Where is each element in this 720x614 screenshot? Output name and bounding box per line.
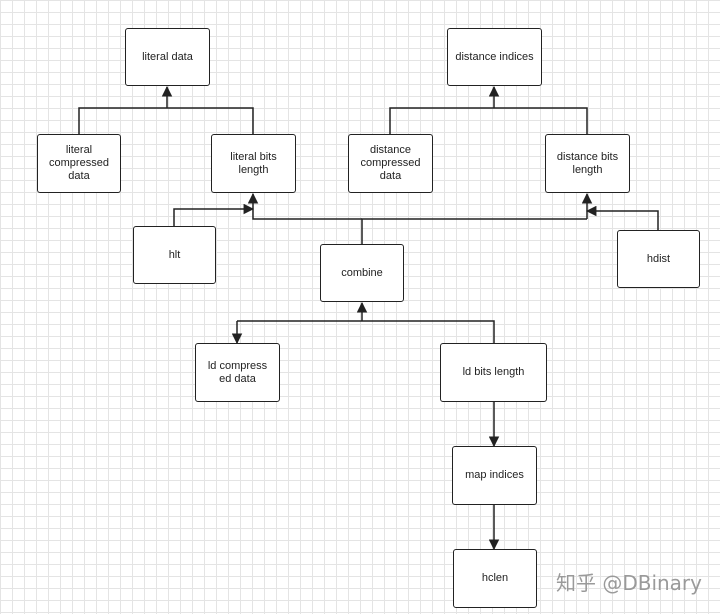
node-label: literal bits length xyxy=(230,150,277,176)
node-label: hdist xyxy=(646,252,671,265)
connector-ld-bits-to-combine xyxy=(237,320,495,343)
node-hlt: hlt xyxy=(133,226,216,284)
arrow-hdist-to-distance-bits-length xyxy=(585,205,659,230)
node-ld-bits-length: ld bits length xyxy=(440,343,547,402)
node-literal-bits-length: literal bits length xyxy=(211,134,296,193)
node-label: hclen xyxy=(481,572,509,584)
arrow-hlt-to-literal-bits-length xyxy=(173,203,255,226)
node-hclen: hclen xyxy=(453,549,537,608)
node-distance-compressed-data: distance compressed data xyxy=(348,134,433,193)
node-combine: combine xyxy=(320,244,404,302)
node-ld-compressed-data: ld compress ed data xyxy=(195,343,280,402)
connector-literal-to-literal-data xyxy=(78,107,254,134)
node-literal-data: literal data xyxy=(125,28,210,86)
node-label: map indices xyxy=(465,469,524,481)
node-hdist: hdist xyxy=(617,230,700,288)
node-map-indices: map indices xyxy=(452,446,537,505)
node-label: distance indices xyxy=(455,50,534,63)
node-label: literal compressed data xyxy=(49,144,109,182)
node-label: literal data xyxy=(142,50,193,63)
node-distance-indices: distance indices xyxy=(447,28,542,86)
node-label: distance compressed data xyxy=(360,144,421,182)
arrow-to-literal-bits-length xyxy=(247,192,362,220)
node-label: ld compress ed data xyxy=(207,359,268,385)
connector-combine-to-bits-lengths xyxy=(361,218,587,244)
node-literal-compressed-data: literal compressed data xyxy=(37,134,121,193)
watermark: 知乎 @DBinary xyxy=(555,571,702,595)
node-label: ld bits length xyxy=(462,366,525,378)
connector-distance-to-distance-indices xyxy=(389,107,588,134)
node-label: distance bits length xyxy=(556,150,619,176)
node-label: combine xyxy=(341,266,383,279)
node-distance-bits-length: distance bits length xyxy=(545,134,630,193)
node-label: hlt xyxy=(168,248,181,261)
